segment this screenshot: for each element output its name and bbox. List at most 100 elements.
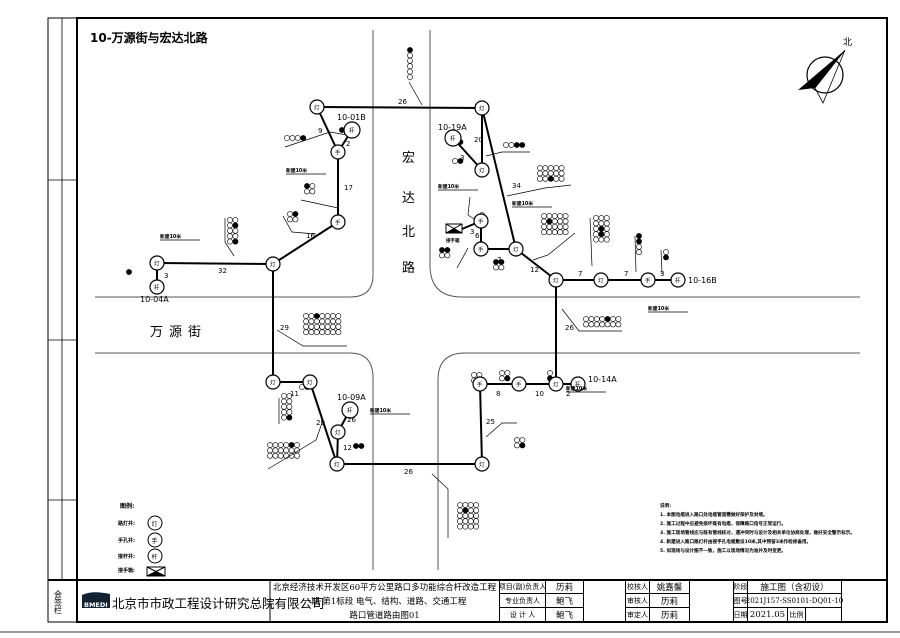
spare-conduit [462, 502, 469, 508]
callout-label: 新建10米 [160, 233, 181, 240]
hand-well[interactable]: 手 [511, 376, 527, 392]
spare-conduit [308, 329, 315, 336]
light-well[interactable]: 灯 [474, 100, 490, 116]
spare-conduit [473, 507, 480, 514]
spare-conduit [603, 231, 610, 238]
light-well-icon: 灯 [147, 515, 163, 531]
conduit-cluster [503, 142, 526, 148]
check-name: 历莉 [650, 594, 690, 608]
light-well[interactable]: 灯 [265, 256, 281, 272]
spare-conduit [615, 321, 622, 328]
leader-line [467, 196, 475, 220]
well-glyph: 灯 [154, 260, 160, 268]
spare-conduit [227, 227, 233, 234]
road-char: 宏 [402, 151, 415, 166]
conduit-segment [316, 106, 483, 109]
segment-length: 2 [566, 390, 570, 398]
light-well[interactable]: 灯 [329, 456, 345, 472]
role-name: 鲍飞 [546, 608, 584, 622]
segment-length: 12 [530, 266, 539, 274]
pole-well[interactable]: 杆 [149, 279, 165, 295]
scale-label: 比例 [788, 608, 806, 622]
light-well[interactable]: 灯 [548, 272, 564, 288]
spare-conduit [319, 318, 326, 325]
spare-conduit [562, 218, 569, 225]
spare-conduit [281, 393, 287, 399]
spare-conduit [288, 447, 295, 454]
spare-conduit [444, 252, 451, 259]
pole-well[interactable]: 杆 [444, 129, 462, 147]
segment-length: 12 [343, 444, 352, 452]
light-well[interactable]: 灯 [330, 424, 346, 440]
light-well[interactable]: 灯 [474, 162, 490, 178]
segment-length: 17 [344, 184, 353, 192]
spare-conduit [551, 223, 558, 230]
light-well[interactable]: 灯 [593, 272, 609, 288]
scale-value [806, 608, 842, 622]
spare-conduit [583, 316, 589, 322]
well-glyph: 灯 [270, 261, 276, 269]
occupied-conduit [546, 218, 553, 225]
spare-conduit [287, 211, 293, 217]
signature-cell [584, 580, 626, 622]
segment-length: 3 [164, 272, 168, 280]
hand-well[interactable]: 手 [330, 214, 346, 230]
spare-conduit [551, 218, 558, 225]
pole-well[interactable]: 杆 [670, 272, 686, 288]
spare-conduit [319, 329, 326, 336]
segment-length: 32 [218, 267, 227, 275]
spare-conduit [313, 329, 320, 336]
spare-conduit [541, 218, 547, 225]
hand-well[interactable]: 手 [330, 144, 346, 160]
spare-conduit [663, 249, 669, 255]
spare-conduit [547, 370, 553, 376]
spare-conduit [227, 222, 233, 229]
spare-conduit [547, 165, 554, 171]
company-name: 北京市市政工程设计研究总院有限公司 [112, 596, 325, 611]
junction-box[interactable] [445, 223, 463, 234]
light-well[interactable]: 灯 [309, 99, 325, 115]
hand-well[interactable]: 手 [473, 241, 489, 257]
hand-well[interactable]: 手 [473, 213, 489, 229]
glyph: 杆 [152, 553, 158, 561]
spare-conduit [227, 217, 233, 223]
well-glyph: 手 [477, 381, 483, 389]
countersign-stamp: 会签栏 [54, 589, 63, 615]
spare-conduit [473, 523, 480, 530]
spare-conduit [467, 518, 474, 525]
spare-conduit [407, 52, 413, 59]
date-label: 日期 [734, 608, 748, 622]
light-well[interactable]: 灯 [474, 456, 490, 472]
occupied-conduit [232, 238, 239, 245]
spare-conduit [267, 452, 273, 459]
occupied-conduit [407, 47, 413, 53]
well-glyph: 灯 [479, 461, 485, 469]
conduit-cluster [439, 247, 451, 259]
pole-label: 10-04A [140, 295, 169, 304]
spare-conduit [598, 236, 605, 243]
pole-well[interactable]: 杆 [343, 121, 361, 139]
pole-well[interactable]: 杆 [341, 401, 359, 419]
pole-well[interactable]: 杆 [570, 376, 586, 392]
segment-length: 9 [318, 127, 322, 135]
light-well[interactable]: 灯 [265, 374, 281, 390]
spare-conduit [232, 233, 239, 240]
light-well[interactable]: 灯 [149, 255, 165, 271]
check-label: 校核人 [626, 580, 650, 594]
spare-conduit [593, 220, 599, 227]
leader-line [561, 308, 622, 332]
road-char: 路 [402, 260, 415, 276]
well-glyph: 手 [478, 218, 484, 226]
callout-label: 新建10米 [370, 407, 391, 414]
spare-conduit [462, 523, 469, 530]
pole-label: 10-16B [688, 276, 717, 285]
hand-well[interactable]: 手 [472, 376, 488, 392]
light-well[interactable]: 灯 [508, 241, 524, 257]
hand-well[interactable]: 手 [640, 272, 656, 288]
light-well[interactable]: 灯 [548, 376, 564, 392]
light-well[interactable]: 灯 [302, 374, 318, 390]
spare-conduit [267, 442, 273, 448]
callout-label: 新建10米 [286, 167, 307, 174]
occupied-conduit [358, 443, 365, 449]
